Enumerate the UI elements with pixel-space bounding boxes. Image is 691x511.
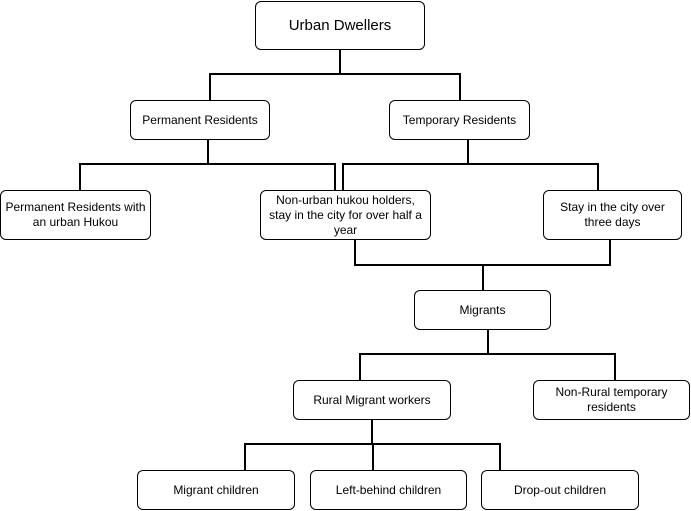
node-rural-migrant-workers: Rural Migrant workers [293,380,451,420]
node-non-urban-hukou: Non-urban hukou holders, stay in the cit… [260,190,431,240]
node-temporary-residents: Temporary Residents [389,100,530,140]
node-label: Left-behind children [335,482,442,497]
node-left-behind-children: Left-behind children [310,470,467,510]
node-label: Urban Dwellers [288,17,392,34]
node-permanent-residents: Permanent Residents [130,100,270,140]
node-label: Drop-out children [513,482,607,497]
node-migrant-children: Migrant children [137,470,295,510]
node-urban-dwellers: Urban Dwellers [255,1,425,50]
node-label: Permanent Residents [142,112,258,127]
connector-urban-to-residents [209,49,461,101]
node-label: Temporary Residents [402,112,517,127]
node-label: Stay in the city over three days [560,200,665,229]
connector-temporary-children [342,139,599,191]
node-label: Non-Rural temporary residents [555,385,668,414]
node-migrants: Migrants [414,290,551,330]
node-label: Non-urban hukou holders, stay in the cit… [269,192,422,237]
node-label: Rural Migrant workers [313,392,431,407]
node-non-rural-temporary-residents: Non-Rural temporary residents [533,380,690,420]
connector-rural-children [244,419,501,471]
node-label: Migrant children [173,482,259,497]
node-permanent-urban-hukou: Permanent Residents with an urban Hukou [0,190,151,240]
node-dropout-children: Drop-out children [481,470,639,510]
connector-migrants-children [359,329,616,381]
node-label: Migrants [459,302,506,317]
connector-permanent-children [79,139,336,191]
node-stay-three-days: Stay in the city over three days [543,190,682,240]
node-label: Permanent Residents with an urban Hukou [5,200,146,229]
connector-to-migrants [354,239,611,291]
